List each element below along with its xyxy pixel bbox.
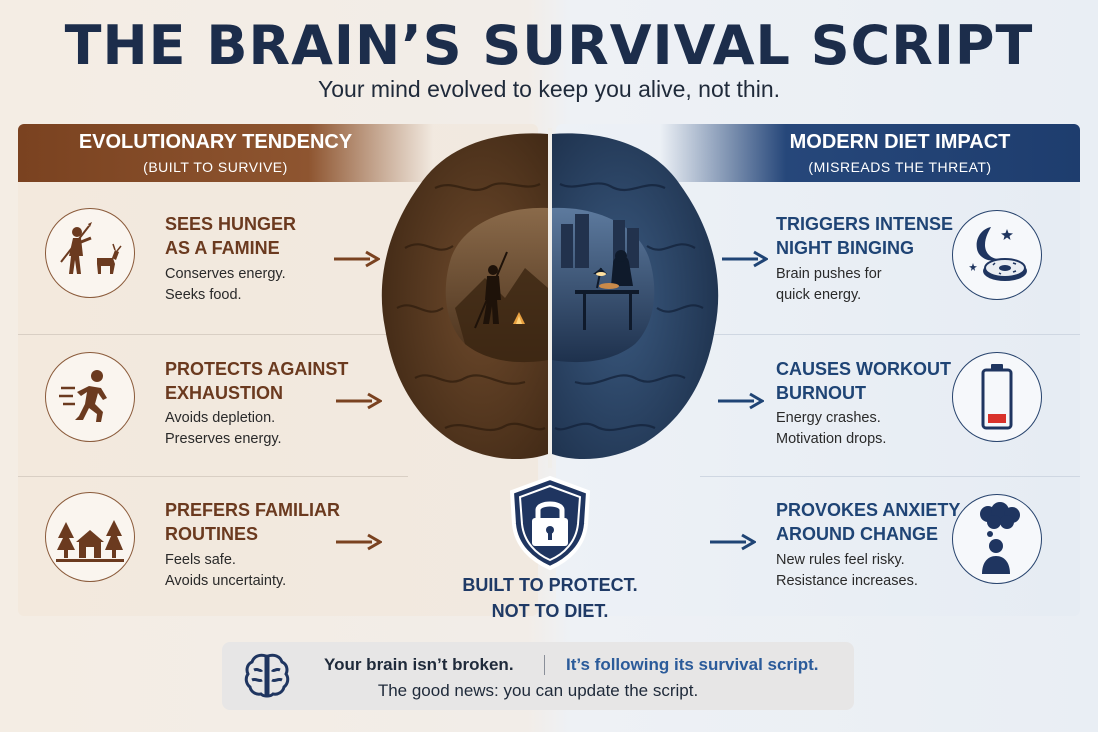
desc-line: Avoids uncertainty. bbox=[165, 573, 287, 589]
footer-banner: Your brain isn’t broken. It’s following … bbox=[222, 642, 854, 710]
desc-line: Feels safe. bbox=[165, 552, 236, 568]
arrow-right-icon bbox=[722, 250, 768, 268]
hunter-icon bbox=[45, 208, 135, 298]
title-line: BURNOUT bbox=[776, 383, 866, 403]
brain-icon bbox=[242, 650, 292, 700]
arrow-right-icon bbox=[334, 250, 380, 268]
right-row-divider bbox=[700, 334, 1080, 335]
desc-line: Avoids depletion. bbox=[165, 410, 276, 426]
left-column-title: EVOLUTIONARY TENDENCY bbox=[78, 131, 353, 153]
arrow-right-icon bbox=[710, 533, 756, 551]
moon-donut-icon bbox=[952, 210, 1042, 300]
left-row-3-desc: Feels safe. Avoids uncertainty. bbox=[165, 550, 286, 592]
title-line: AROUND CHANGE bbox=[776, 524, 938, 544]
left-column-header: EVOLUTIONARY TENDENCY (BUILT TO SURVIVE) bbox=[18, 124, 433, 182]
left-row-1-desc: Conserves energy. Seeks food. bbox=[165, 264, 286, 306]
right-row-2-title: CAUSES WORKOUT BURNOUT bbox=[776, 357, 951, 405]
desc-line: New rules feel risky. bbox=[776, 552, 905, 568]
low-battery-icon bbox=[952, 352, 1042, 442]
footer-good-news: The good news: you can update the script… bbox=[377, 681, 699, 700]
right-column-subtitle: (MISREADS THE THREAT) bbox=[808, 159, 992, 175]
right-row-divider bbox=[700, 476, 1080, 477]
page-title: THE BRAIN’S SURVIVAL SCRIPT bbox=[64, 14, 1034, 77]
desc-line: Seeks food. bbox=[165, 287, 242, 303]
title-line: NIGHT BINGING bbox=[776, 238, 914, 258]
title-line: CAUSES WORKOUT bbox=[776, 359, 951, 379]
footer-statement-1: Your brain isn’t broken. bbox=[324, 655, 514, 674]
right-row-1-title: TRIGGERS INTENSE NIGHT BINGING bbox=[776, 212, 953, 260]
left-row-divider bbox=[18, 334, 408, 335]
desc-line: Brain pushes for bbox=[776, 266, 882, 282]
desc-line: Motivation drops. bbox=[776, 431, 887, 447]
title-line: SEES HUNGER bbox=[165, 214, 297, 234]
arrow-right-icon bbox=[336, 533, 382, 551]
right-column-header: MODERN DIET IMPACT (MISREADS THE THREAT) bbox=[660, 124, 1080, 182]
right-row-2-desc: Energy crashes. Motivation drops. bbox=[776, 408, 886, 450]
left-row-2-desc: Avoids depletion. Preserves energy. bbox=[165, 408, 282, 450]
split-brain-icon bbox=[375, 128, 725, 468]
arrow-right-icon bbox=[718, 392, 764, 410]
arrow-right-icon bbox=[336, 392, 382, 410]
shield-caption: BUILT TO PROTECT. NOT TO DIET. bbox=[430, 572, 670, 624]
left-column-subtitle: (BUILT TO SURVIVE) bbox=[143, 159, 288, 175]
caption-line: BUILT TO PROTECT. bbox=[462, 575, 638, 595]
title-line: TRIGGERS INTENSE bbox=[776, 214, 954, 234]
desc-line: Resistance increases. bbox=[776, 573, 918, 589]
title-line: PREFERS FAMILIAR bbox=[165, 500, 341, 520]
worried-thought-icon bbox=[952, 494, 1042, 584]
shield-lock-icon bbox=[500, 472, 600, 572]
cabin-trees-icon bbox=[45, 492, 135, 582]
caption-line: NOT TO DIET. bbox=[491, 601, 609, 621]
desc-line: Energy crashes. bbox=[776, 410, 881, 426]
running-person-icon bbox=[45, 352, 135, 442]
title-line: AS A FAMINE bbox=[165, 238, 280, 258]
title-line: EXHAUSTION bbox=[165, 383, 284, 403]
desc-line: Conserves energy. bbox=[165, 266, 286, 282]
title-line: PROVOKES ANXIETY bbox=[776, 500, 961, 520]
title-line: ROUTINES bbox=[165, 524, 259, 544]
right-row-1-desc: Brain pushes for quick energy. bbox=[776, 264, 882, 306]
right-row-3-title: PROVOKES ANXIETY AROUND CHANGE bbox=[776, 498, 960, 546]
footer-separator bbox=[544, 655, 545, 675]
desc-line: Preserves energy. bbox=[165, 431, 282, 447]
left-row-1-title: SEES HUNGER AS A FAMINE bbox=[165, 212, 296, 260]
footer-statement-2: It’s following its survival script. bbox=[566, 655, 819, 674]
left-row-2-title: PROTECTS AGAINST EXHAUSTION bbox=[165, 357, 348, 405]
right-row-3-desc: New rules feel risky. Resistance increas… bbox=[776, 550, 918, 592]
desc-line: quick energy. bbox=[776, 287, 862, 303]
left-row-divider bbox=[18, 476, 408, 477]
right-column-title: MODERN DIET IMPACT bbox=[789, 131, 1011, 153]
title-line: PROTECTS AGAINST bbox=[165, 359, 349, 379]
left-row-3-title: PREFERS FAMILIAR ROUTINES bbox=[165, 498, 340, 546]
page-subtitle: Your mind evolved to keep you alive, not… bbox=[318, 76, 780, 102]
